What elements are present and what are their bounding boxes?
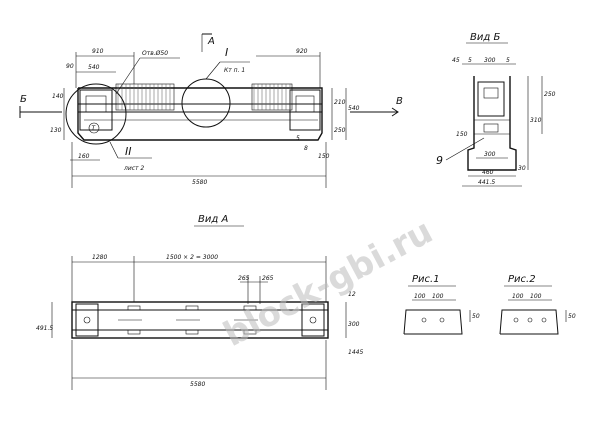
va-dim-265a: 265	[238, 275, 250, 282]
fig1-dim-a: 100	[414, 293, 426, 300]
vb-dim-300: 300	[484, 57, 496, 64]
va-dim-4915: 491.5	[36, 325, 53, 332]
dim-130: 130	[50, 127, 62, 134]
vb-dim-4415: 441.5	[478, 179, 495, 186]
fig1-dim-b: 100	[432, 293, 444, 300]
vb-dim-460: 460	[482, 169, 494, 176]
dim-90: 90	[66, 63, 74, 70]
dim-160: 160	[78, 153, 90, 160]
section-label-v: В	[396, 96, 403, 107]
main-elevation: T I Кт п. 1 II лист 2 Отв.Ø50 A Б В 910 …	[19, 33, 403, 188]
fig2-dim-b: 100	[530, 293, 542, 300]
fig1-dim-h: 50	[472, 313, 480, 320]
detail-II-label: II	[125, 145, 132, 158]
mark-T-circle	[88, 122, 100, 134]
fig2-dim-a: 100	[512, 293, 524, 300]
fig-2: Рис.2 100 100 50	[499, 274, 576, 335]
va-dim-1445: 1445	[348, 349, 363, 356]
vb-dim-5a: 5	[468, 57, 472, 64]
hatch-right	[251, 83, 293, 111]
view-a: Вид А 1280 1500 × 2 = 3000 265 265 491.5	[36, 214, 363, 390]
va-dim-1280: 1280	[92, 254, 107, 261]
dim-5580-main: 5580	[192, 179, 207, 186]
fig1-title: Рис.1	[412, 274, 440, 285]
dim-920: 920	[296, 48, 308, 55]
hole-note: Отв.Ø50	[142, 50, 168, 57]
vb-dim-300b: 300	[484, 151, 496, 158]
fig2-dim-h: 50	[568, 313, 576, 320]
dim-910: 910	[92, 48, 104, 55]
dim-140: 140	[52, 93, 64, 100]
detail-II-ref: лист 2	[123, 165, 144, 172]
va-dim-265b: 265	[262, 275, 274, 282]
detail-I-ref: Кт п. 1	[224, 67, 245, 74]
dim-540: 540	[88, 64, 100, 71]
view-b-title: Вид Б	[470, 32, 500, 43]
dim-540v: 540	[348, 105, 360, 112]
dim-250: 250	[334, 127, 346, 134]
vb-dim-310: 310	[530, 117, 542, 124]
va-dim-5580: 5580	[190, 381, 205, 388]
vb-dim-45: 45	[452, 57, 460, 64]
fig2-title: Рис.2	[508, 274, 536, 285]
fig-1: Рис.1 100 100 50	[403, 274, 480, 335]
dim-5: 5	[296, 135, 300, 142]
vb-dim-30: 30	[518, 165, 526, 172]
dim-8: 8	[304, 145, 308, 152]
mark-T: T	[92, 125, 97, 132]
view-a-title: Вид А	[198, 214, 228, 225]
detail-I-label: I	[225, 46, 228, 59]
va-dim-300: 300	[348, 321, 360, 328]
hatch-left	[115, 83, 175, 111]
vb-dim-150: 150	[456, 131, 468, 138]
section-label-b: Б	[20, 94, 27, 105]
dim-150: 150	[318, 153, 330, 160]
vb-label-9: 9	[436, 154, 443, 167]
vb-dim-5b: 5	[506, 57, 510, 64]
section-label-a: A	[207, 36, 215, 47]
dim-210: 210	[334, 99, 346, 106]
vb-dim-250: 250	[544, 91, 556, 98]
view-b: Вид Б 45 5 300 5 250 310 150 300 460 441…	[436, 32, 556, 187]
va-dim-1500x2: 1500 × 2 = 3000	[166, 254, 218, 261]
va-dim-12: 12	[348, 291, 356, 298]
detail-circle-II	[65, 83, 127, 145]
